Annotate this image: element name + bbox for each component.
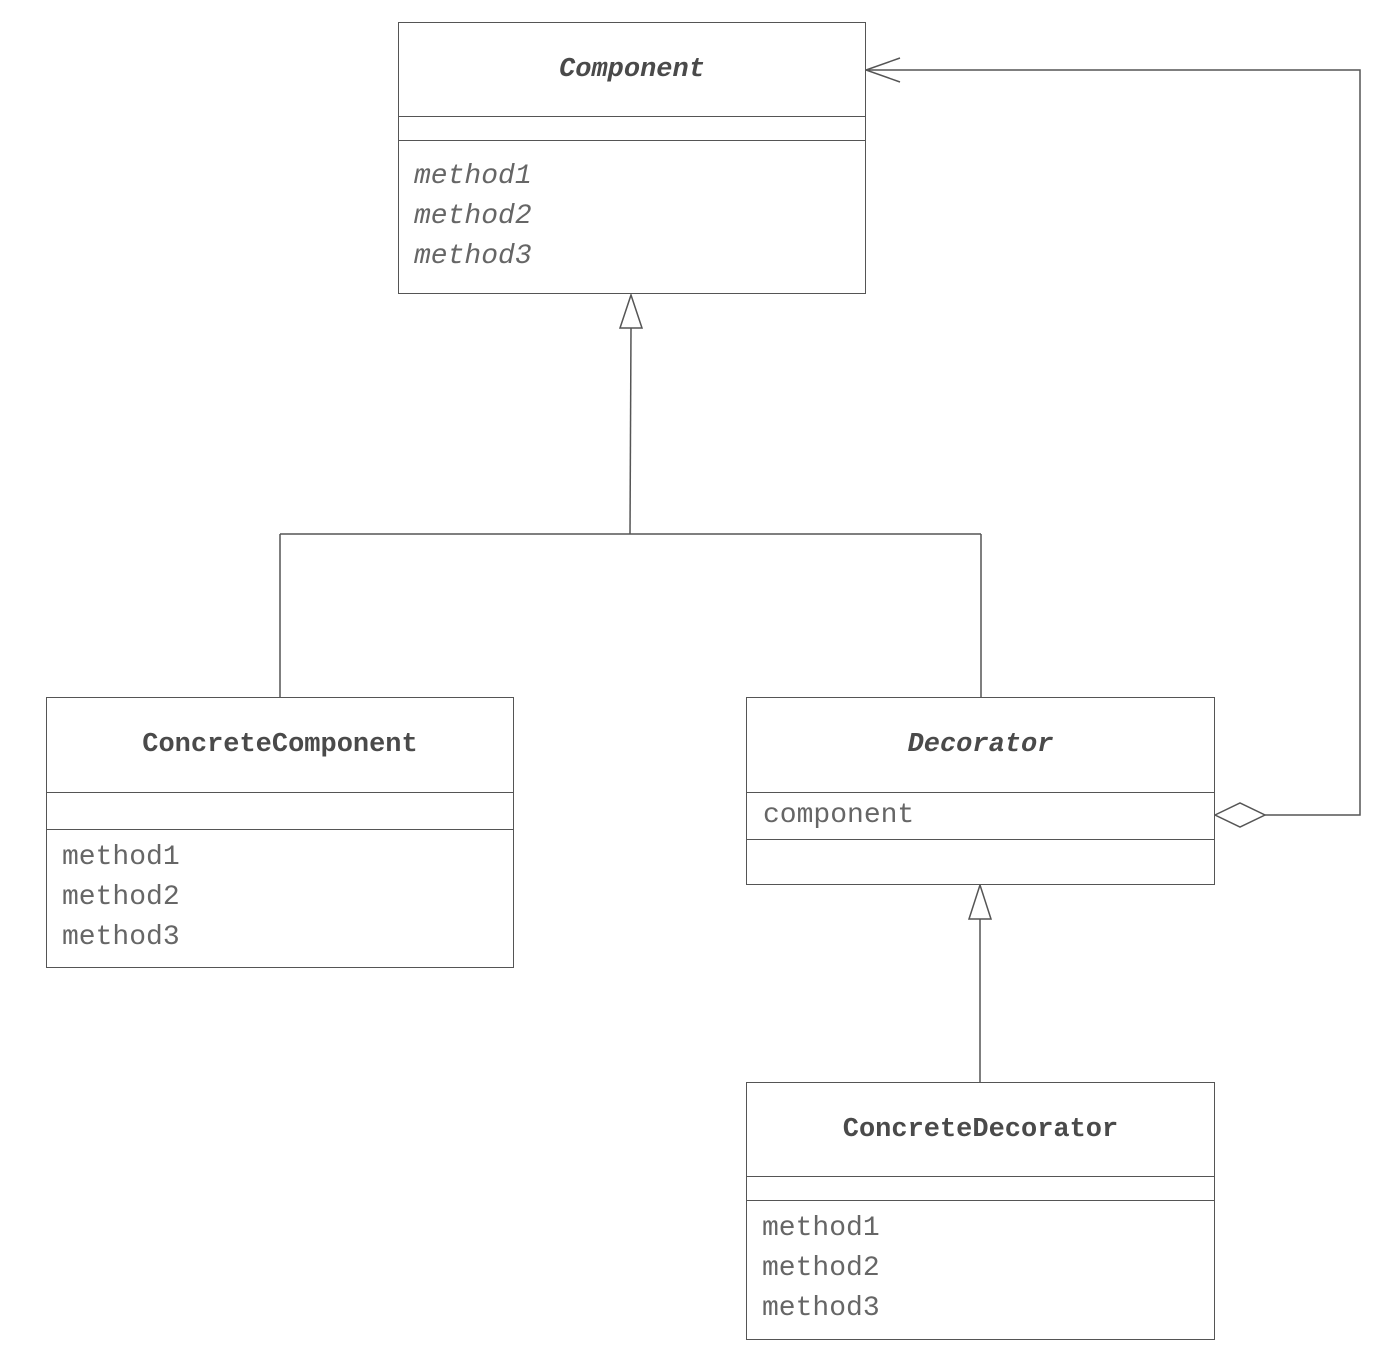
aggregation-diamond — [1213, 802, 1267, 828]
class-name-component: Component — [399, 23, 865, 117]
class-concrete-component: ConcreteComponent method1 method2 method… — [46, 697, 514, 968]
class-attributes-decorator: component — [747, 793, 1214, 840]
aggregation-line — [866, 69, 1361, 816]
generalization-line-component-stem — [629, 327, 632, 535]
attribute-item: component — [763, 800, 915, 831]
class-methods-decorator — [747, 840, 1214, 883]
method-item: method1 — [414, 161, 532, 192]
navigation-arrowhead-component — [863, 57, 901, 83]
method-item: method3 — [414, 241, 532, 272]
method-item: method1 — [762, 1213, 880, 1244]
generalization-arrowhead-component — [618, 292, 644, 329]
class-attributes-concrete-component — [47, 793, 513, 830]
class-name-concrete-decorator: ConcreteDecorator — [747, 1083, 1214, 1177]
generalization-arrowhead-decorator — [967, 882, 993, 920]
class-methods-component: method1 method2 method3 — [399, 141, 865, 277]
class-name-decorator: Decorator — [747, 698, 1214, 793]
class-decorator: Decorator component — [746, 697, 1215, 885]
method-item: method1 — [62, 842, 180, 873]
method-item: method3 — [762, 1293, 880, 1324]
class-attributes-concrete-decorator — [747, 1177, 1214, 1201]
class-name-concrete-component: ConcreteComponent — [47, 698, 513, 793]
method-item: method2 — [762, 1253, 880, 1284]
class-methods-concrete-component: method1 method2 method3 — [47, 830, 513, 958]
class-methods-concrete-decorator: method1 method2 method3 — [747, 1201, 1214, 1329]
class-concrete-decorator: ConcreteDecorator method1 method2 method… — [746, 1082, 1215, 1340]
class-attributes-component — [399, 117, 865, 141]
method-item: method3 — [62, 922, 180, 953]
class-component: Component method1 method2 method3 — [398, 22, 866, 294]
method-item: method2 — [62, 882, 180, 913]
method-item: method2 — [414, 201, 532, 232]
